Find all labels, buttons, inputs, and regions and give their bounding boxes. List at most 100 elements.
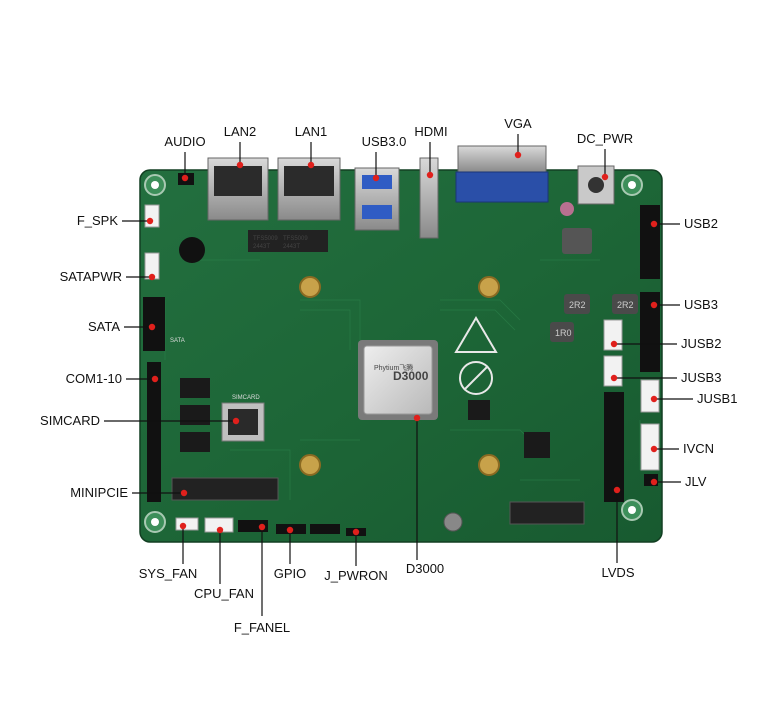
standoff (478, 454, 500, 476)
inductor: 1R0 (550, 322, 574, 342)
simcard-slot: SIMCARD (221, 395, 265, 442)
callout-dot (613, 486, 621, 494)
callout-dot (148, 323, 156, 331)
callout-usb3: USB3 (650, 297, 718, 312)
chip-model: D3000 (393, 369, 429, 383)
callout-dot (179, 522, 187, 530)
minipcie-slot-2 (509, 501, 585, 525)
transformer-brand: TFS5009 (283, 236, 308, 242)
callout-jpwron: J_PWRON (324, 528, 388, 583)
callout-label-usb30: USB3.0 (362, 134, 407, 149)
callout-label-jlv: JLV (685, 474, 707, 489)
minipcie-slot (171, 477, 279, 501)
capacitor (560, 202, 574, 216)
callout-label-minipcie: MINIPCIE (70, 485, 128, 500)
callout-dot (180, 489, 188, 497)
inductor-label: 1R0 (555, 328, 572, 338)
callout-dot (426, 171, 434, 179)
pwr-header-row (310, 524, 340, 534)
callout-label-sysfan: SYS_FAN (139, 566, 198, 581)
ic-chip (524, 432, 550, 458)
callout-dot (236, 161, 244, 169)
callout-label-sata: SATA (88, 319, 120, 334)
ic-chip (180, 432, 210, 452)
callout-dot (181, 174, 189, 182)
callout-lan2: LAN2 (224, 124, 257, 169)
cpu-chip: Phytium飞腾 D3000 (358, 340, 438, 420)
callout-label-lan2: LAN2 (224, 124, 257, 139)
mounting-hole-tr (621, 174, 643, 196)
hdmi-port (419, 157, 439, 239)
callout-sysfan: SYS_FAN (139, 522, 198, 581)
callout-label-jusb3: JUSB3 (681, 370, 721, 385)
callout-dot (650, 445, 658, 453)
callout-vga: VGA (504, 116, 532, 159)
callout-usb30: USB3.0 (362, 134, 407, 182)
callout-gpio: GPIO (274, 526, 307, 581)
jusb3-connector (603, 355, 623, 387)
callout-satapwr: SATAPWR (60, 269, 156, 284)
transformer-code: 2443T (283, 244, 300, 250)
mounting-hole-tl (144, 174, 166, 196)
callout-label-lvds: LVDS (602, 565, 635, 580)
callout-dot (610, 374, 618, 382)
dc-power-jack (577, 165, 615, 205)
callout-lvds: LVDS (602, 486, 635, 580)
buzzer (179, 237, 205, 263)
callout-dot (232, 417, 240, 425)
ic-chip (180, 405, 210, 425)
f-spk-connector (144, 204, 160, 228)
usb3-header (640, 292, 660, 372)
recycle-logo (454, 316, 498, 353)
callout-dot (650, 301, 658, 309)
usb2-header (640, 205, 660, 279)
transformer-brand: TFS5009 (253, 236, 278, 242)
callout-dot (307, 161, 315, 169)
callout-dot (148, 273, 156, 281)
callout-label-lan1: LAN1 (295, 124, 328, 139)
ic-chip (180, 378, 210, 398)
sata-connector (143, 297, 165, 351)
callout-minipcie: MINIPCIE (70, 485, 188, 500)
lan1-port (277, 157, 341, 221)
silk-simcard: SIMCARD (232, 395, 260, 401)
inductor (562, 228, 592, 254)
ivcn-connector (640, 423, 660, 471)
vga-port (455, 145, 549, 203)
standoff (299, 276, 321, 298)
lan2-port (207, 157, 269, 221)
callout-label-jusb2: JUSB2 (681, 336, 721, 351)
callout-jlv: JLV (650, 474, 707, 489)
ic-chip (468, 400, 490, 420)
jusb1-connector (640, 379, 660, 413)
callout-label-fspk: F_SPK (77, 213, 119, 228)
callout-label-ivcn: IVCN (683, 441, 714, 456)
callout-sata: SATA (88, 319, 156, 334)
callout-dot (413, 414, 421, 422)
callout-label-jusb1: JUSB1 (697, 391, 737, 406)
callout-dcpwr: DC_PWR (577, 131, 633, 181)
callout-dot (601, 173, 609, 181)
callout-label-hdmi: HDMI (414, 124, 447, 139)
callout-label-vga: VGA (504, 116, 532, 131)
callout-jusb3: JUSB3 (610, 370, 721, 385)
callout-lan1: LAN1 (295, 124, 328, 169)
callout-label-gpio: GPIO (274, 566, 307, 581)
mounting-hole-bl (144, 511, 166, 533)
callout-label-audio: AUDIO (164, 134, 205, 149)
callout-cpufan: CPU_FAN (194, 526, 254, 601)
jusb2-connector (603, 319, 623, 351)
transformer-code: 2443T (253, 244, 270, 250)
callout-dot (151, 375, 159, 383)
callout-label-usb3: USB3 (684, 297, 718, 312)
callout-hdmi: HDMI (414, 124, 448, 179)
callout-label-usb2: USB2 (684, 216, 718, 231)
callout-ffanel: F_FANEL (234, 523, 290, 635)
callout-label-simcard: SIMCARD (40, 413, 100, 428)
callout-dot (650, 220, 658, 228)
callout-label-jpwron: J_PWRON (324, 568, 388, 583)
callout-label-d3000: D3000 (406, 561, 444, 576)
callout-dot (146, 217, 154, 225)
callout-simcard: SIMCARD (40, 413, 240, 428)
